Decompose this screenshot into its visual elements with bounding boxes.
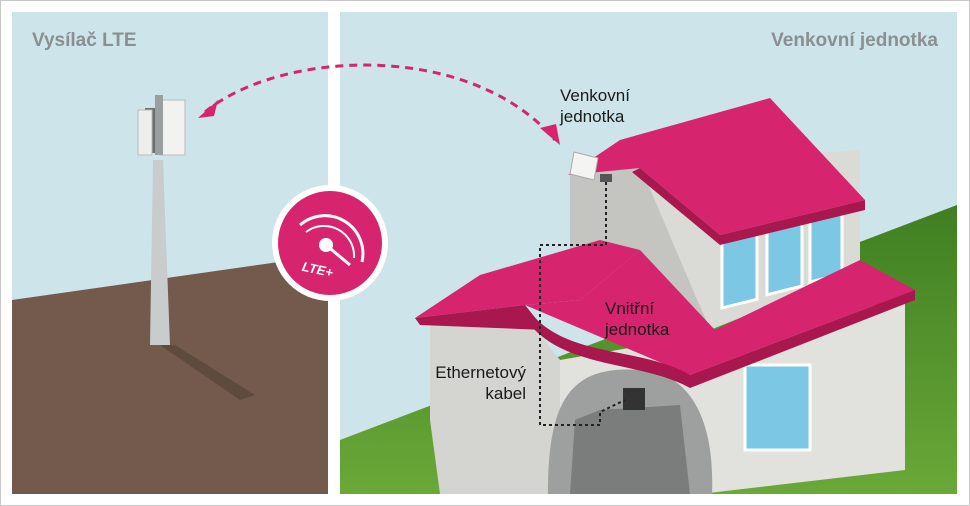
lte-badge	[272, 185, 388, 301]
indoor-unit-label: Vnitřní jednotka	[605, 298, 669, 340]
house-front-wall	[430, 310, 560, 494]
outdoor-unit-label-line2: jednotka	[560, 107, 625, 126]
ethernet-cable-label: Ethernetový kabel	[418, 362, 526, 404]
outdoor-unit-label: Venkovní jednotka	[560, 85, 630, 127]
ground	[12, 255, 328, 494]
window	[743, 363, 812, 452]
signal-arc	[204, 63, 557, 141]
indoor-unit-device	[623, 388, 645, 410]
right-panel	[340, 12, 957, 494]
tower-mast	[150, 160, 170, 345]
outdoor-unit-label-line1: Venkovní	[560, 86, 630, 105]
indoor-unit-label-line2: jednotka	[605, 320, 670, 339]
left-panel-title: Vysílač LTE	[32, 30, 137, 51]
lower-roof-right	[525, 250, 915, 375]
outdoor-unit-device	[569, 151, 599, 181]
upper-roof	[568, 98, 865, 235]
right-panel-title: Venkovní jednotka	[771, 30, 938, 51]
lower-roof-left	[415, 240, 640, 318]
speedometer-icon	[299, 214, 365, 267]
ethernet-cable-line	[539, 182, 626, 426]
indoor-unit-label-line1: Vnitřní	[605, 299, 655, 318]
arrow-left-icon	[198, 100, 218, 118]
antenna-panel	[159, 99, 186, 156]
ethernet-cable-label-line1: Ethernetový	[435, 363, 526, 382]
ethernet-cable-label-line2: kabel	[485, 384, 526, 403]
arrow-right-icon	[540, 124, 560, 145]
tower-shadow	[160, 345, 255, 400]
